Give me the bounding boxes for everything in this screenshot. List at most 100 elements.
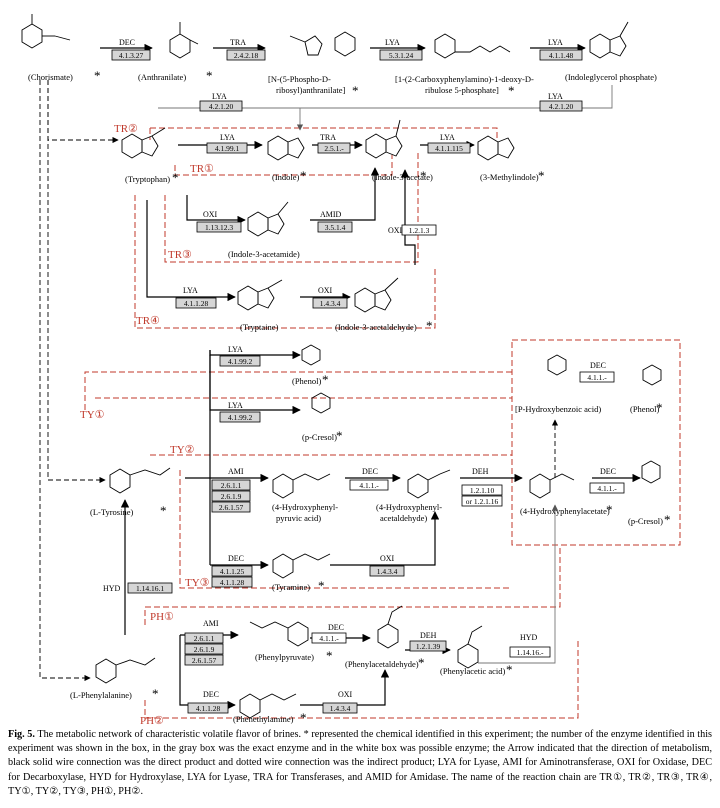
star: * <box>606 502 613 517</box>
phba-structure <box>547 354 567 376</box>
iald-structure <box>354 287 376 313</box>
label-tra-1: TRA <box>230 38 246 47</box>
ec-box <box>409 640 447 652</box>
ec-number: 2.6.1.1 <box>194 634 215 643</box>
ec-box <box>111 49 151 61</box>
label-dec-5: DEC <box>228 554 244 563</box>
phald-structure <box>377 623 399 649</box>
chain-boundaries <box>84 127 681 719</box>
ec-number: 4.1.1.- <box>359 481 379 490</box>
ec-number: 4.1.1.28 <box>220 578 245 587</box>
caption-text: The metabolic network of characteristic … <box>8 729 712 797</box>
chain-tr1: TR① <box>190 163 214 175</box>
ec-box <box>461 484 503 496</box>
figure-caption: Fig. 5. The metabolic network of charact… <box>8 728 712 799</box>
ec-number: 1.2.1.39 <box>416 642 441 651</box>
ec-box <box>219 411 261 423</box>
star: * <box>300 710 307 725</box>
tyrosine-structure <box>109 468 131 494</box>
label-ami-1: AMI <box>228 467 244 476</box>
star: * <box>508 83 515 98</box>
ec-box <box>211 576 253 588</box>
ec-number: 3.5.1.4 <box>325 223 346 232</box>
ec-number: 1.4.3.4 <box>320 299 341 308</box>
chain-ty3: TY③ <box>185 577 210 589</box>
ec-box <box>317 142 351 154</box>
ec-number: 4.1.1.- <box>597 484 617 493</box>
tyramine-structure <box>272 553 294 579</box>
hpald-structure <box>407 473 429 499</box>
ec-box <box>311 632 347 644</box>
chain-ph2: PH② <box>140 715 164 725</box>
star: * <box>318 578 325 593</box>
ec-number: 4.1.99.2 <box>228 413 253 422</box>
name-hppa-2: pyruvic acid) <box>276 513 321 523</box>
anthranilate-structure <box>169 33 191 59</box>
ec-number: 2.6.1.57 <box>192 656 217 665</box>
label-amid: AMID <box>320 210 342 219</box>
label-hyd-1: HYD <box>103 584 121 593</box>
ec-box <box>539 100 583 112</box>
ec-number: 1.2.1.3 <box>409 226 430 235</box>
star: * <box>326 648 333 663</box>
label-lya-2: LYA <box>548 38 563 47</box>
label-lya-1: LYA <box>385 38 400 47</box>
ec-box <box>211 490 251 502</box>
star: * <box>656 400 663 415</box>
chain-tr4: TR④ <box>136 315 160 327</box>
name-phba: [P-Hydroxybenzoic acid) <box>515 404 601 414</box>
ec-number: 4.1.1.28 <box>184 299 209 308</box>
star: * <box>160 503 167 518</box>
star: * <box>336 428 343 443</box>
chain-ty1: TY① <box>80 409 105 421</box>
ec-number: 2.6.1.57 <box>219 503 244 512</box>
star: * <box>322 372 329 387</box>
name-tyrosine: (L-Tyrosine) <box>90 507 133 517</box>
label-lya-9: LYA <box>228 401 243 410</box>
star: * <box>206 68 213 83</box>
ec-box <box>317 221 353 233</box>
phethyl-structure <box>239 693 261 719</box>
ec-number: 4.1.1.28 <box>196 704 221 713</box>
ec-box <box>187 702 229 714</box>
ec-box <box>539 49 583 61</box>
compound-names: (Chorismate) (Anthranilate) [N-(5-Phosph… <box>28 72 663 724</box>
ec-number: 4.1.1.25 <box>220 567 245 576</box>
label-lya-7: LYA <box>183 286 198 295</box>
ec-number: 4.2.1.20 <box>549 102 574 111</box>
ec-box <box>579 371 615 383</box>
star: * <box>506 662 513 677</box>
name-phald: (Phenylacetaldehyde) <box>345 659 419 669</box>
name-phacid: (Phenylacetic acid) <box>440 666 506 676</box>
star: * <box>420 168 427 183</box>
ec-number: 1.13.12.3 <box>205 223 233 232</box>
ec-box <box>196 221 242 233</box>
name-tyramine: (Tyramine) <box>272 582 310 592</box>
label-dec-4: DEC <box>590 361 606 370</box>
name-iam: (Indole-3-acetamide) <box>228 249 300 259</box>
ec-number: 1.14.16.1 <box>136 584 164 593</box>
ec-number: 1.2.1.10 <box>470 486 495 495</box>
name-skatole: (3-Methylindole) <box>480 172 539 182</box>
star: * <box>538 168 545 183</box>
ec-box <box>461 495 503 507</box>
identified-stars: * * * * * * * * * * * * * * * * * * * * … <box>94 68 671 725</box>
ec-box <box>175 297 217 309</box>
label-oxi-2: OXI <box>388 226 403 235</box>
star: * <box>300 168 307 183</box>
ec-box <box>211 565 253 577</box>
iam-structure <box>247 211 269 237</box>
tryptophan-structure <box>121 133 143 159</box>
enzyme-labels: DEC TRA LYA LYA LYA LYA LYA TRA LYA OXI … <box>103 38 616 699</box>
name-hpald-2: acetaldehyde) <box>380 513 427 523</box>
name-phpyr: (Phenylpyruvate) <box>255 652 314 662</box>
ec-number: 4.1.1.115 <box>435 144 463 153</box>
name-phenol-2: (Phenol) <box>630 404 659 414</box>
ec-box <box>184 632 224 644</box>
label-oxi-4: OXI <box>380 554 395 563</box>
ec-number: 2.6.1.9 <box>221 492 242 501</box>
ec-number: 4.1.1.48 <box>549 51 574 60</box>
chain-ph1: PH① <box>150 611 174 623</box>
label-deh-2: DEH <box>420 631 437 640</box>
